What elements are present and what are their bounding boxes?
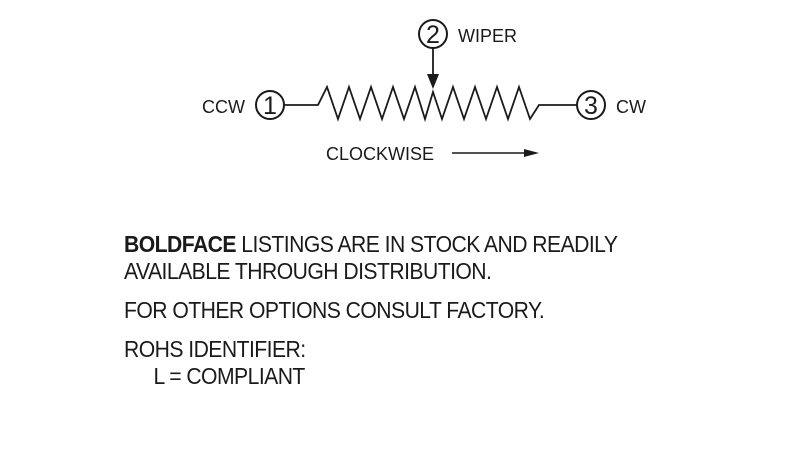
notes-block: BOLDFACE LISTINGS ARE IN STOCK AND READI… — [124, 231, 618, 390]
cw-label: CW — [616, 97, 646, 117]
resistor-zigzag — [284, 84, 577, 123]
ccw-label: CCW — [202, 97, 245, 117]
boldface-word: BOLDFACE — [124, 231, 237, 257]
rohs-heading: ROHS IDENTIFIER: — [124, 336, 306, 362]
clockwise-label: CLOCKWISE — [326, 144, 434, 164]
wiper-arrowhead — [427, 74, 439, 89]
terminal-1-number: 1 — [263, 92, 277, 120]
wiper-label: WIPER — [458, 26, 517, 46]
rohs-value: L = COMPLIANT — [153, 363, 305, 389]
potentiometer-schematic: 2 WIPER CCW 1 3 CW CLOCKWISE — [202, 19, 646, 164]
other-options-note: FOR OTHER OPTIONS CONSULT FACTORY. — [124, 297, 545, 323]
terminal-3-circle — [576, 90, 606, 120]
terminal-2-number: 2 — [426, 21, 440, 49]
stock-note-line-1: BOLDFACE LISTINGS ARE IN STOCK AND READI… — [124, 231, 618, 258]
terminal-3-number: 3 — [584, 92, 598, 120]
stock-note-line-2: AVAILABLE THROUGH DISTRIBUTION. — [124, 258, 492, 284]
stock-note-rest: LISTINGS ARE IN STOCK AND READILY — [235, 231, 618, 257]
clockwise-arrowhead — [524, 149, 539, 157]
